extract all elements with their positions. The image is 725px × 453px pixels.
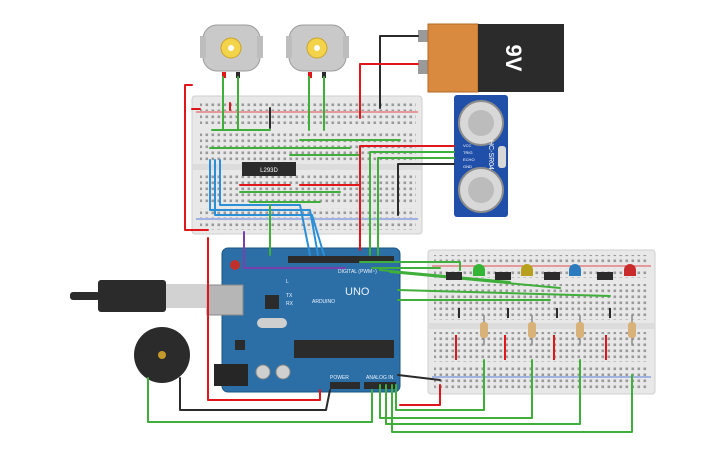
breadboard-jumpers	[455, 308, 611, 360]
battery-label: 9V	[501, 45, 526, 72]
arduino-analog-label: ANALOG IN	[366, 375, 394, 381]
push-button-2[interactable]	[495, 272, 511, 280]
push-button-3[interactable]	[544, 272, 560, 280]
wires	[147, 35, 633, 433]
led-red[interactable]	[624, 264, 636, 276]
dc-motor-1[interactable]	[200, 24, 263, 78]
motor-driver-ic[interactable]: L293D	[242, 162, 296, 176]
battery-9v[interactable]: 9V	[418, 23, 564, 93]
arduino-uno-board[interactable]: UNO ARDUINO DIGITAL (PWM~) POWER ANALOG …	[206, 247, 401, 393]
breadboard-right	[427, 249, 656, 395]
breadboard-top	[191, 95, 423, 235]
resistor-2	[528, 315, 536, 345]
arduino-digital-label: DIGITAL (PWM~)	[338, 269, 377, 275]
ultrasonic-sensor[interactable]: HC-SR04 VCC TRIG ECHO GND	[454, 95, 508, 217]
led-yellow[interactable]	[521, 264, 533, 276]
sensor-pin-trig: TRIG	[463, 150, 473, 155]
dc-motor-2[interactable]	[286, 24, 349, 78]
push-button-4[interactable]	[597, 272, 613, 280]
arduino-l-label: L	[286, 279, 289, 285]
arduino-rx-label: RX	[286, 301, 294, 307]
resistor-1	[480, 315, 488, 345]
resistor-3	[576, 315, 584, 345]
resistor-4	[628, 315, 636, 345]
arduino-brand-label: UNO	[345, 286, 370, 298]
arduino-power-label: POWER	[330, 375, 349, 381]
leds	[473, 264, 636, 276]
arduino-tx-label: TX	[286, 293, 293, 299]
motor-driver-label: L293D	[260, 168, 278, 174]
sensor-model-label: HC-SR04	[487, 140, 494, 170]
resistors	[480, 315, 636, 345]
sensor-pin-vcc: VCC	[463, 143, 472, 148]
usb-cable	[70, 280, 206, 312]
sensor-pin-echo: ECHO	[463, 157, 475, 162]
push-button-1[interactable]	[446, 272, 462, 280]
led-green[interactable]	[473, 264, 485, 276]
piezo-buzzer[interactable]	[134, 327, 190, 383]
push-buttons	[446, 272, 613, 280]
led-blue[interactable]	[569, 264, 581, 276]
arduino-sub-label: ARDUINO	[312, 299, 335, 305]
sensor-pin-gnd: GND	[463, 164, 472, 169]
